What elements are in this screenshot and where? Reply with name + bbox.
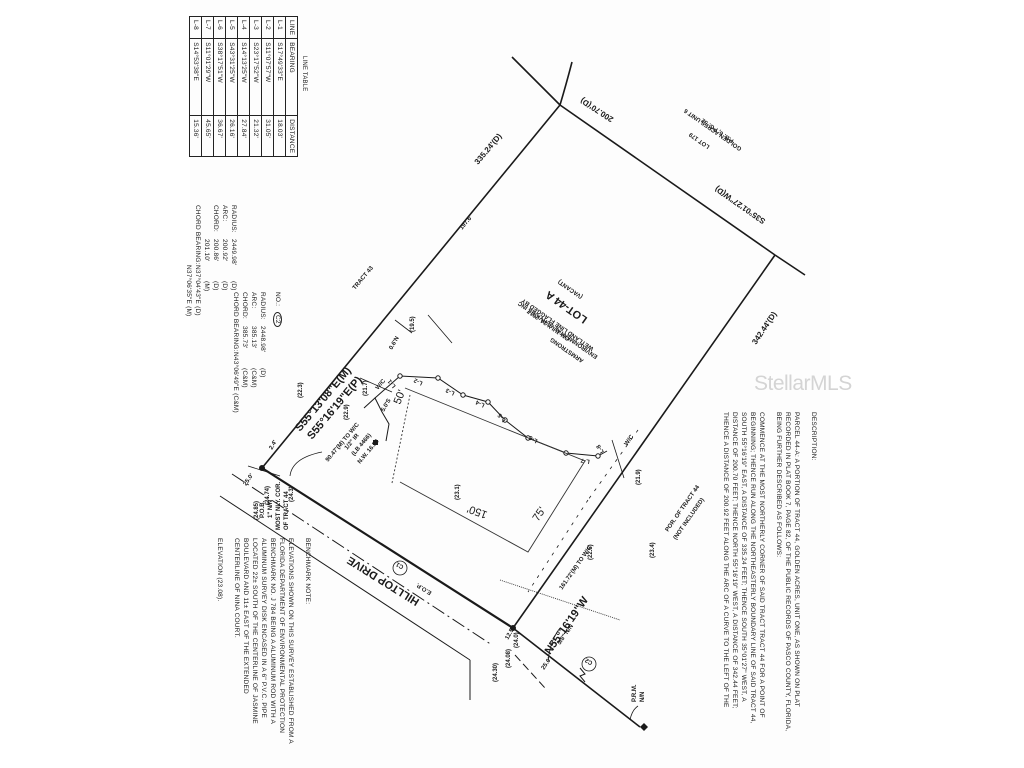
wetland-line bbox=[363, 373, 608, 459]
label-row-25-a: 25.0' bbox=[243, 473, 256, 488]
label-nn: N/N bbox=[640, 692, 646, 702]
label-pob-corner: MOST NLY. COR. bbox=[276, 482, 282, 530]
label-plat-book: P.B. 6, PG. 52 bbox=[700, 116, 735, 143]
label-tract-43: TRACT 43 bbox=[352, 265, 375, 291]
label-offset-a: 5.0'S bbox=[381, 398, 393, 413]
label-elevation: (23.1) bbox=[455, 484, 461, 500]
label-lot-179: LOT 179 bbox=[688, 130, 711, 149]
building-envelope bbox=[391, 387, 621, 621]
label-dim-50: 50' bbox=[392, 388, 408, 406]
label-seg-l7: L-7 bbox=[580, 456, 591, 464]
monuments bbox=[259, 440, 648, 731]
label-elevation: (22.9) bbox=[344, 404, 350, 420]
label-seg-l4: L-4 bbox=[475, 398, 486, 408]
dimension-ticks bbox=[247, 314, 639, 721]
label-pob-tract: OF TRACT 44 bbox=[284, 491, 290, 530]
label-ne-distance: 335.24'(D) bbox=[473, 132, 504, 167]
label-seg-l8: L-8 bbox=[596, 443, 606, 454]
label-elevation: (22.3) bbox=[298, 382, 304, 398]
label-wc-2: W/C bbox=[624, 434, 636, 448]
label-elevation: (21.7) bbox=[363, 380, 369, 396]
label-partial-distance: 197.6' bbox=[459, 214, 475, 231]
label-seg-l6: L-6 bbox=[528, 433, 539, 443]
drawing-labels: 335.24'(D) 200.70'(D) S35°01'27"W(D) 342… bbox=[243, 96, 779, 702]
survey-sheet bbox=[190, 0, 830, 768]
label-seg-l5: L-5 bbox=[497, 411, 508, 422]
label-pob-nail: 1" N/N bbox=[268, 500, 274, 518]
label-elevation: (24.0) bbox=[514, 632, 520, 648]
label-elevation: (24.74) bbox=[265, 486, 271, 505]
parcel-boundary bbox=[261, 56, 806, 728]
curve-tags bbox=[392, 560, 597, 672]
label-sw-distance: 342.44'(D) bbox=[750, 310, 779, 346]
label-bearing-north: N55°16'19"W bbox=[543, 594, 592, 656]
label-dim-150: 150' bbox=[466, 502, 489, 520]
label-offset-c: 0.6'N bbox=[389, 336, 401, 351]
label-prm: P.R.M. bbox=[632, 684, 638, 702]
hilltop-drive-lines bbox=[219, 473, 586, 700]
label-elevation: (24.3) bbox=[289, 486, 295, 502]
label-elevation: (24.30) bbox=[493, 663, 499, 682]
label-seg-l2: L-2 bbox=[413, 376, 424, 386]
label-elevation: (24.08) bbox=[506, 649, 512, 668]
label-offset-b: 2.4' bbox=[269, 439, 279, 451]
label-elevation: (22.5) bbox=[588, 544, 594, 560]
label-seg-l1: L-1 bbox=[387, 377, 398, 388]
label-elevation: (19.5) bbox=[410, 316, 416, 332]
stellarmls-watermark: StellarMLS bbox=[754, 372, 852, 395]
label-dim-75: 75' bbox=[531, 505, 549, 524]
label-curve-1-tag: C1 bbox=[395, 560, 405, 569]
label-seg-l3: L-3 bbox=[445, 386, 456, 396]
label-curve-2-tag: C2 bbox=[584, 656, 594, 665]
label-top-distance: 200.70'(D) bbox=[578, 96, 615, 124]
label-elevation: (23.4) bbox=[650, 542, 656, 558]
label-pob: P.O.B. bbox=[260, 500, 266, 518]
label-elevation: (21.9) bbox=[636, 469, 642, 485]
label-elevation: (24.85) bbox=[254, 501, 260, 520]
label-se-bearing: S35°01'27"W(D) bbox=[713, 184, 767, 226]
label-eop: E.O.P. bbox=[415, 581, 433, 595]
